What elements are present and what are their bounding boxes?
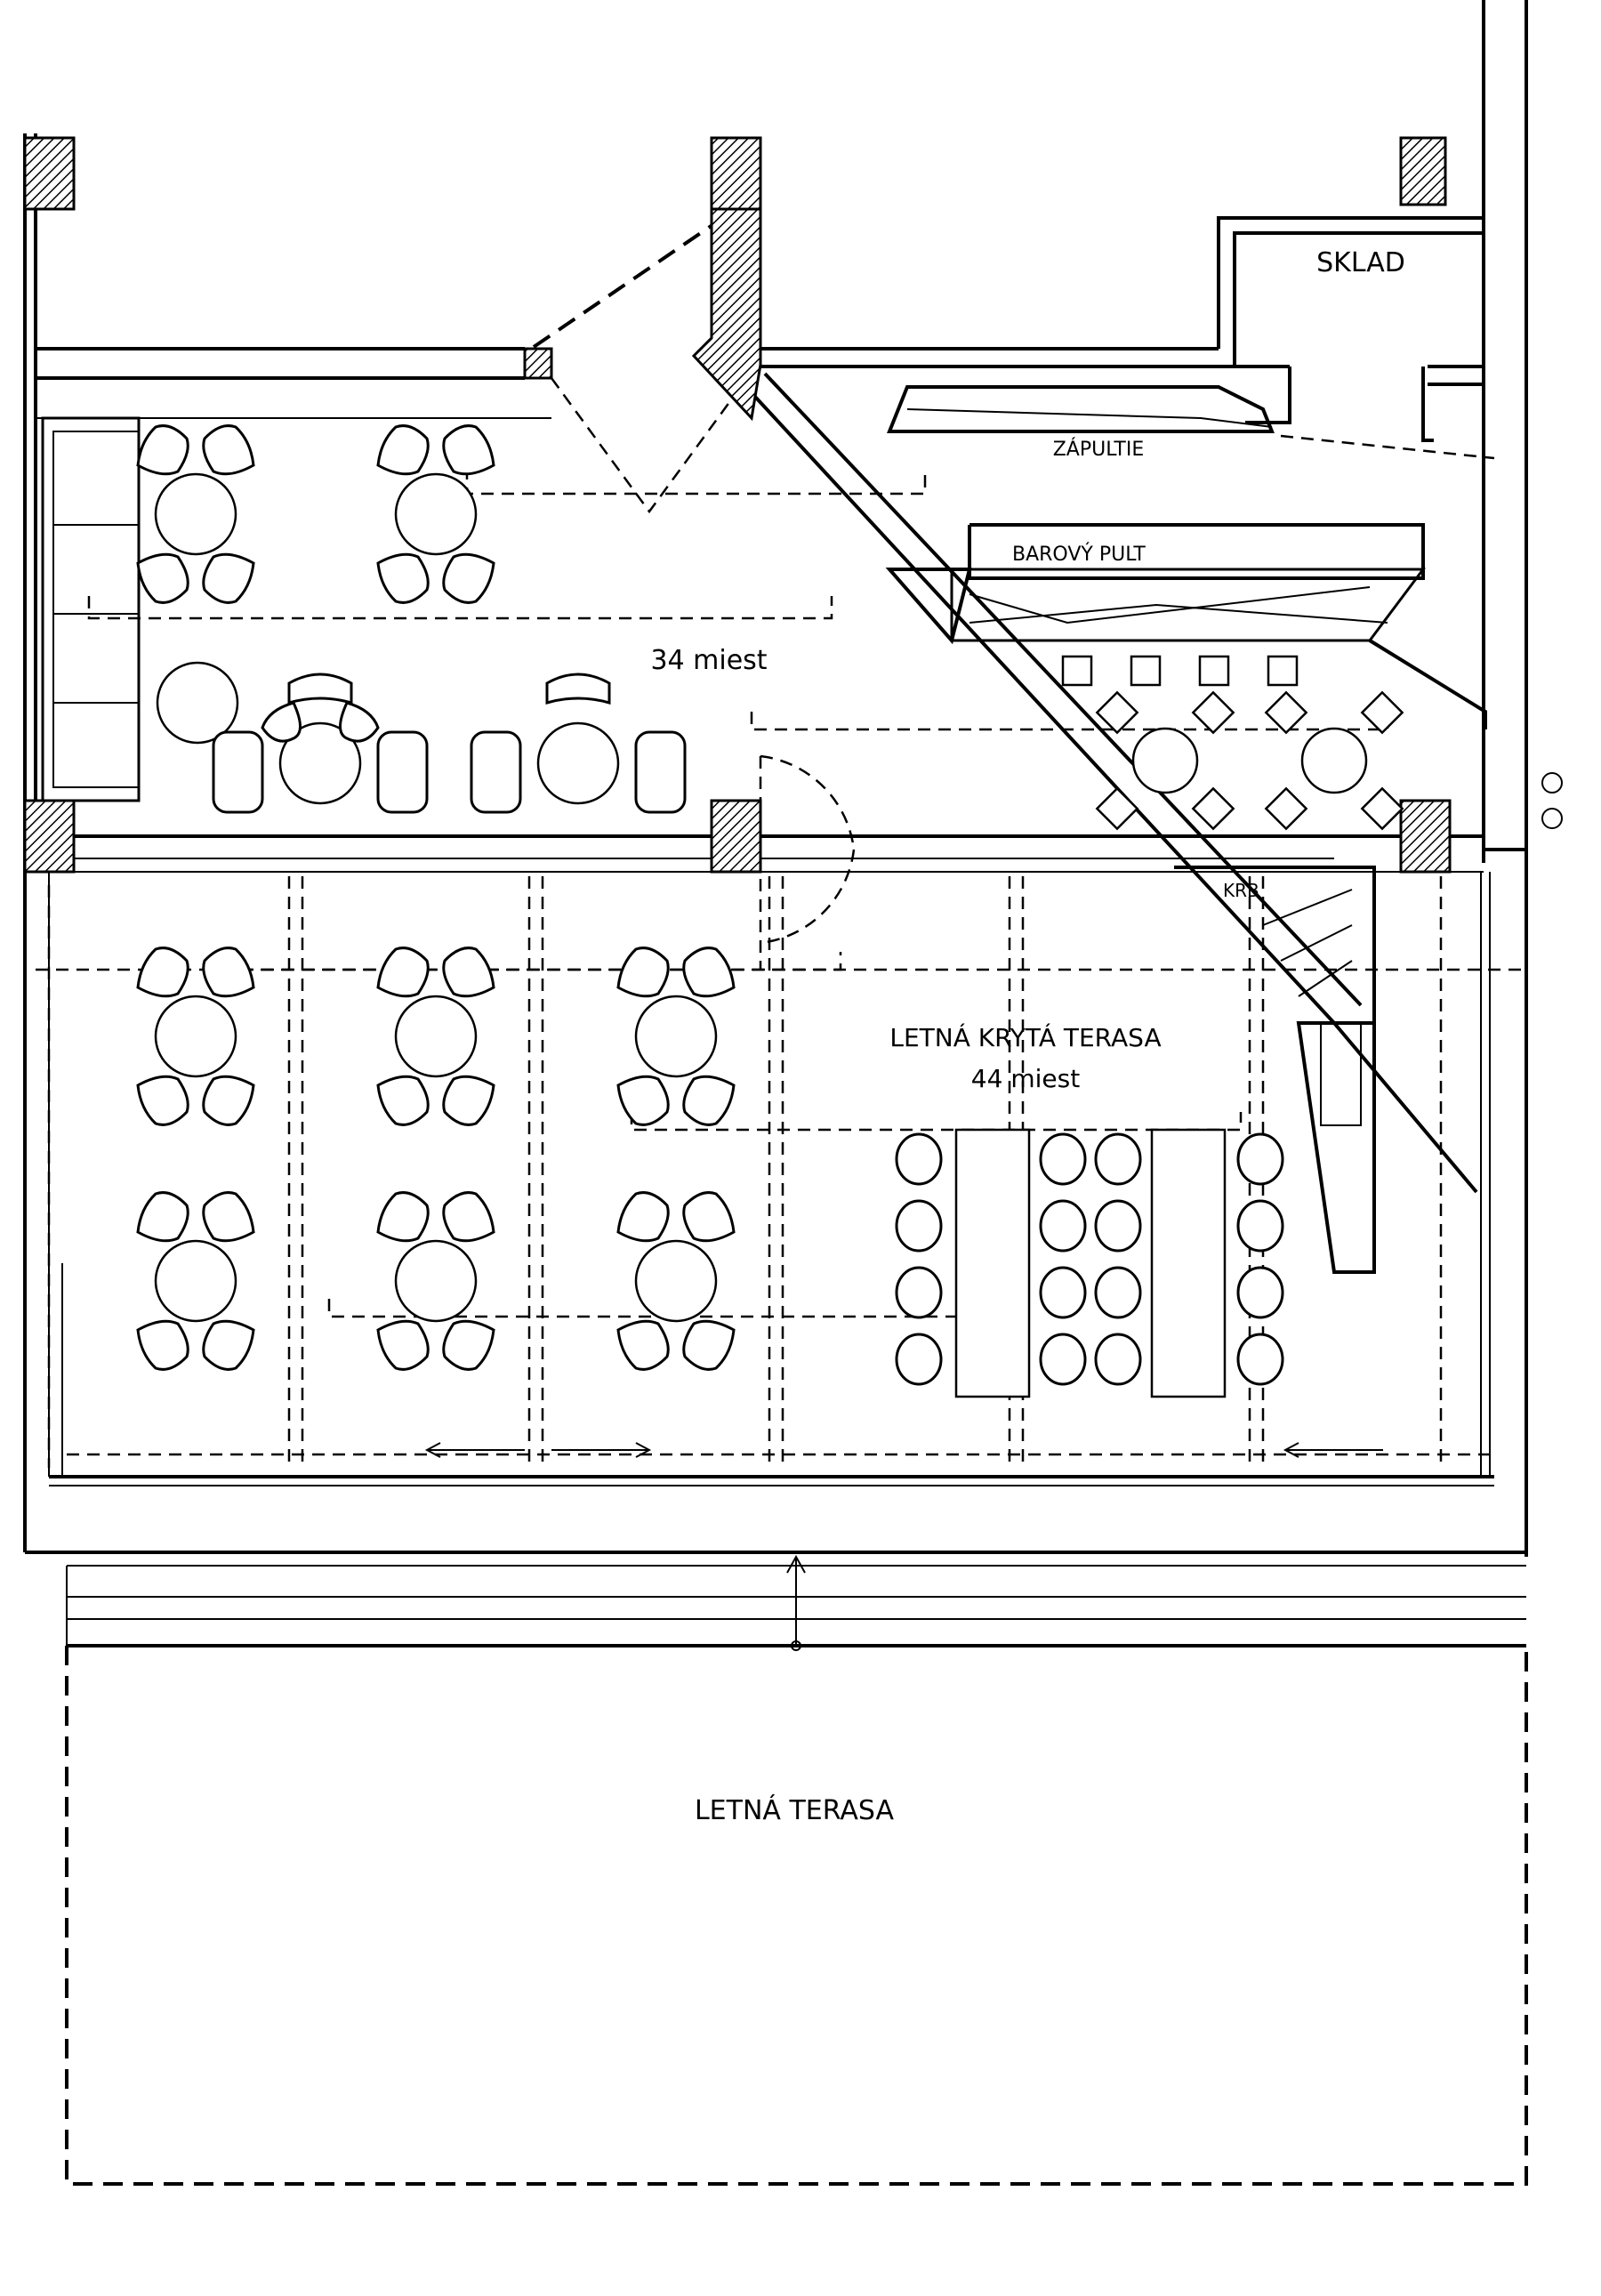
long-table-group xyxy=(895,1128,1284,1398)
label-covered-terrace-seats: 44 miest xyxy=(971,1064,1080,1093)
round-table-group xyxy=(616,947,736,1126)
furniture xyxy=(136,424,1404,1398)
bistro-table-group xyxy=(1264,690,1404,831)
fireplace xyxy=(1174,866,1376,1274)
bistro-table-group xyxy=(1095,690,1235,831)
round-table-group xyxy=(376,424,495,604)
room-labels: SKLAD ZÁPULTIE BAROVÝ PULT 34 miest KRB … xyxy=(650,247,1404,1826)
label-covered-terrace: LETNÁ KRYTÁ TERASA xyxy=(889,1022,1161,1052)
label-barovy-pult: BAROVÝ PULT xyxy=(1012,543,1146,566)
bar-stool xyxy=(1198,655,1230,687)
label-krb: KRB xyxy=(1223,880,1259,901)
round-table-group xyxy=(470,673,687,814)
round-table xyxy=(156,661,239,745)
door-openings xyxy=(532,212,1495,970)
label-open-terrace: LETNÁ TERASA xyxy=(695,1794,895,1826)
bar-stool xyxy=(1130,655,1162,687)
bar-stool xyxy=(1061,655,1093,687)
structural-columns xyxy=(23,136,1452,874)
label-sklad: SKLAD xyxy=(1316,247,1405,278)
bench-sofa xyxy=(41,416,141,802)
round-table-group xyxy=(136,1191,255,1371)
bar-stool xyxy=(1267,655,1299,687)
open-terrace-outline xyxy=(65,1646,1528,2186)
round-table-group xyxy=(616,1191,736,1371)
label-interior-seats: 34 miest xyxy=(650,645,767,676)
label-zapultie: ZÁPULTIE xyxy=(1053,438,1145,461)
round-table-group xyxy=(136,424,255,604)
round-table-group xyxy=(376,1191,495,1371)
bar-diagonal-wall xyxy=(732,372,1487,1194)
round-table-group xyxy=(136,947,255,1126)
round-table-group xyxy=(212,673,429,814)
round-table-group xyxy=(376,947,495,1126)
ceiling-beams xyxy=(36,467,1526,1468)
sliding-door-arrows xyxy=(424,772,1563,1458)
walls xyxy=(23,0,1528,1651)
